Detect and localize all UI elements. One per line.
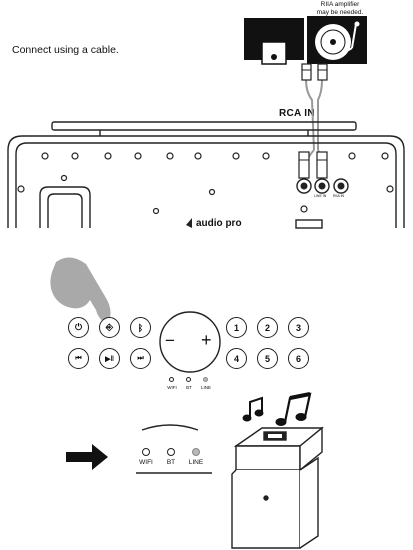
- brand-label: audio pro: [196, 218, 242, 229]
- cd-player: [244, 18, 304, 65]
- big-indicator-line-label: LINE: [188, 459, 204, 466]
- input-select-button[interactable]: ⎆: [99, 317, 120, 338]
- indicator-arc: [141, 424, 199, 431]
- amplifier-note-line1: RIIA amplifier: [320, 1, 360, 8]
- panel-screws: [17, 152, 394, 215]
- rca-jacks: [296, 178, 349, 213]
- indicator-bt-label: BT: [186, 385, 192, 390]
- panel-label-riia-in: RIIA IN: [333, 194, 345, 198]
- big-indicator-line-led: [192, 448, 200, 456]
- input-select-icon: ⎆: [105, 322, 114, 332]
- preset-6-button[interactable]: 6: [288, 348, 309, 369]
- hand-pointer-icon: [50, 257, 111, 322]
- big-indicator-bt-label: BT: [166, 459, 176, 466]
- music-notes-icon: [242, 392, 312, 426]
- play-pause-icon: ▶‖: [105, 355, 114, 363]
- preset-5-button[interactable]: 5: [257, 348, 278, 369]
- bluetooth-button[interactable]: ᛒ: [130, 317, 151, 338]
- big-indicator-wifi-label: WIFI: [139, 459, 153, 466]
- big-indicator-wifi-led: [142, 448, 150, 456]
- rca-plugs-top: [301, 63, 328, 81]
- indicator-wifi-led: [169, 377, 174, 382]
- next-icon: ⏭: [137, 354, 144, 362]
- bluetooth-icon: ᛒ: [137, 322, 144, 333]
- next-button[interactable]: ⏭: [130, 348, 151, 369]
- panel-label-line-in: LINE IN: [314, 194, 327, 198]
- indicator-line-led: [203, 377, 208, 382]
- audio-pro-logo: [186, 218, 192, 228]
- indicator-wifi-label: WIFI: [167, 385, 177, 390]
- volume-ring: [159, 311, 221, 373]
- rca-plugs-bottom: [298, 151, 328, 179]
- preset-3-button[interactable]: 3: [288, 317, 309, 338]
- volume-up-button[interactable]: +: [201, 330, 212, 350]
- previous-button[interactable]: ⏮: [68, 348, 89, 369]
- previous-icon: ⏮: [75, 354, 82, 362]
- instruction-text: Connect using a cable.: [12, 44, 119, 56]
- amplifier-note-line2: may be needed.: [316, 9, 364, 16]
- arrow-right-icon: [66, 444, 108, 470]
- preset-1-button[interactable]: 1: [226, 317, 247, 338]
- amplifier-note: RIIA amplifier may be needed.: [300, 1, 380, 17]
- power-icon: ⏻: [74, 322, 83, 332]
- preset-2-button[interactable]: 2: [257, 317, 278, 338]
- indicator-line-label: LINE: [200, 385, 211, 390]
- volume-down-button[interactable]: −: [165, 331, 175, 350]
- play-pause-button[interactable]: ▶‖: [99, 348, 120, 369]
- indicator-bt-led: [186, 377, 191, 382]
- big-indicator-bt-led: [167, 448, 175, 456]
- rca-in-label: RCA IN: [279, 108, 315, 119]
- speaker-front: [231, 426, 324, 549]
- preset-4-button[interactable]: 4: [226, 348, 247, 369]
- turntable: [307, 16, 367, 64]
- power-button[interactable]: ⏻: [68, 317, 89, 338]
- speaker-rear-panel: [7, 121, 405, 229]
